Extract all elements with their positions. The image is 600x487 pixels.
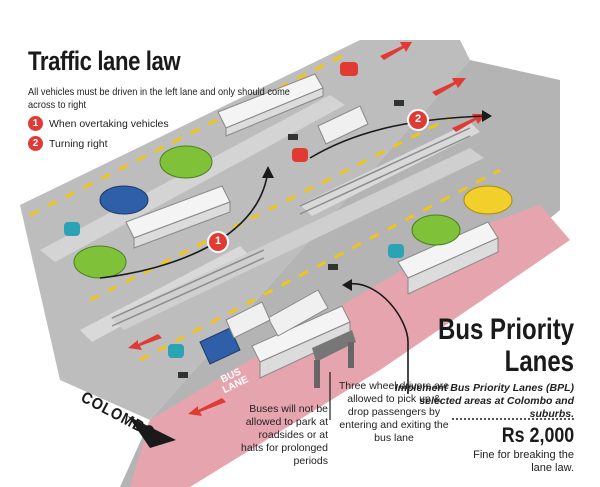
threewheel-path-arrow	[347, 283, 409, 394]
arrow-left-2	[188, 398, 226, 416]
bus-upper	[217, 73, 324, 137]
car-green-2	[159, 145, 213, 179]
road-marker-2	[407, 109, 429, 131]
car-green-1	[73, 245, 127, 279]
tuktuk-2	[64, 222, 80, 236]
motorbike-4	[178, 372, 188, 378]
motorbike-1	[394, 100, 404, 106]
median-upper	[40, 95, 345, 262]
bus-bottom-lane	[251, 305, 351, 379]
median-right	[300, 122, 480, 216]
bus-priority-title-line1: Bus Priority	[437, 313, 574, 346]
road-marker-1-label: 1	[214, 235, 222, 247]
van-white-upper	[317, 105, 369, 145]
road-marker-1	[207, 231, 229, 253]
bus-middle	[125, 185, 231, 249]
bus-priority-description: Implement Bus Priority Lanes (BPL) selec…	[394, 382, 574, 420]
rule-number-badge: 2	[28, 136, 43, 151]
turning-path-arrow	[309, 115, 489, 159]
fine-amount: Rs 2,000	[501, 424, 574, 447]
rule-text: When overtaking vehicles	[49, 117, 169, 130]
threewheel-path-head	[342, 279, 352, 291]
arrow-left-1	[128, 334, 162, 350]
car-green-3	[411, 214, 461, 246]
overtaking-path-head	[262, 166, 274, 178]
car-yellow	[463, 185, 513, 215]
rule-item-turning: 2 Turning right	[28, 136, 108, 151]
guard-rails	[111, 127, 471, 327]
motorbike-3	[328, 264, 338, 270]
van-white-lower	[267, 289, 329, 337]
arrow-right-1	[380, 42, 412, 60]
colombo-direction-arrow	[128, 416, 176, 448]
fine-divider	[452, 418, 574, 420]
three-wheel-callout: Three wheel drivers are allowed to pick …	[338, 380, 450, 444]
turning-path-head	[482, 110, 492, 122]
fine-note: Fine for breaking the lane law.	[473, 449, 574, 474]
car-blue	[99, 185, 149, 215]
bus-priority-title-line2: Lanes	[504, 345, 574, 378]
motorbike-2	[288, 134, 298, 140]
tuktuk-3	[292, 148, 308, 162]
tuktuk-5	[168, 344, 184, 358]
intro-text: All vehicles must be driven in the left …	[28, 86, 290, 111]
buses-callout: Buses will not be allowed to park at roa…	[241, 403, 328, 467]
tuktuk-1	[340, 62, 358, 76]
page-title: Traffic lane law	[28, 46, 181, 76]
arrow-right-3	[452, 114, 486, 132]
rule-number-badge: 1	[28, 116, 43, 131]
tuktuk-4	[388, 244, 404, 258]
overtaking-path-arrow	[99, 169, 269, 279]
rule-item-overtaking: 1 When overtaking vehicles	[28, 116, 169, 131]
rule-text: Turning right	[49, 137, 108, 150]
lane-arrows	[128, 42, 486, 416]
road-marker-2-label: 2	[414, 113, 422, 125]
bus-stop-shelter	[312, 330, 356, 388]
bus-priority-title: Bus Priority Lanes	[438, 314, 574, 378]
truck-blue	[199, 301, 271, 365]
arrow-right-2	[432, 78, 466, 96]
